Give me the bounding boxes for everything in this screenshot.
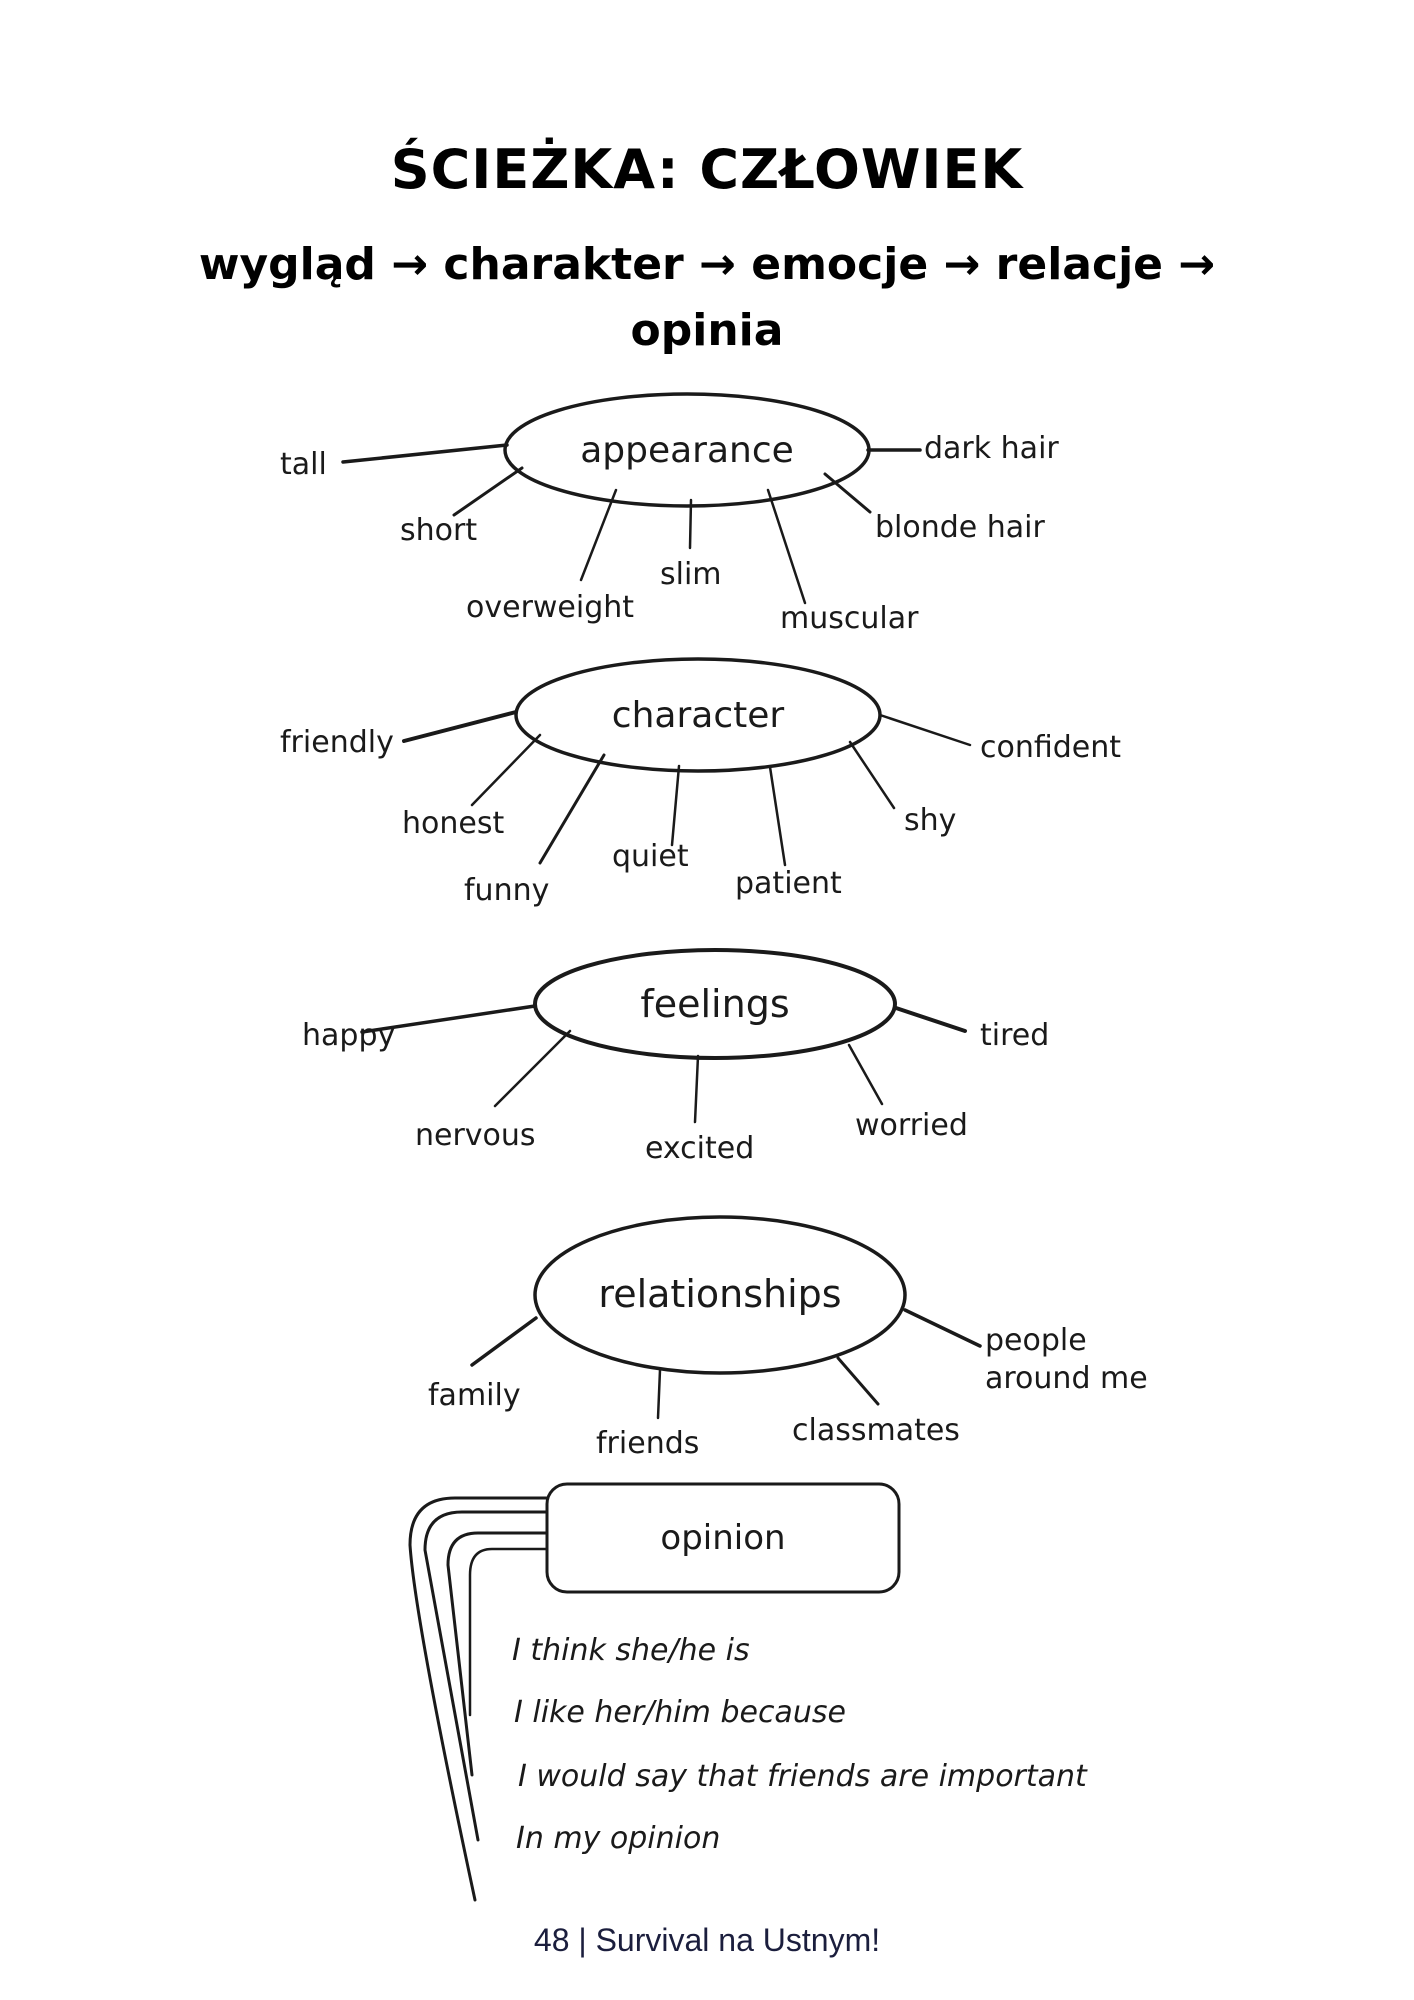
branch-label-excited: excited — [645, 1131, 754, 1166]
mindmap-appearance: appearance tall short overweight slim mu… — [280, 392, 1059, 636]
branch-line — [538, 753, 606, 865]
branch-label-blonde-hair: blonde hair — [875, 510, 1046, 545]
people-around-me-line: around me — [985, 1361, 1148, 1396]
people-around-me-line: people — [985, 1323, 1087, 1358]
opinion-center-label: opinion — [660, 1518, 785, 1558]
branch-label-worried: worried — [855, 1108, 968, 1143]
branch-label-tall: tall — [280, 447, 327, 482]
opinion-phrase: I like her/him because — [514, 1695, 846, 1730]
branch-label-quiet: quiet — [612, 839, 689, 874]
branch-line — [470, 1316, 538, 1367]
branch-line — [766, 488, 807, 605]
opinion-phrase: I think she/he is — [512, 1633, 750, 1668]
branch-line — [823, 472, 872, 514]
branch-line — [402, 710, 518, 743]
branch-label-people-around-me: people around me — [985, 1323, 1148, 1396]
mindmap-opinion: opinion I think she/he is I like her/him… — [408, 1482, 1088, 1902]
branch-line — [452, 466, 524, 517]
feelings-ellipse — [533, 948, 897, 1060]
branch-label-funny: funny — [464, 873, 549, 908]
mindmap-feelings: feelings happy nervous excited worried t… — [302, 948, 1049, 1166]
branch-label-dark-hair: dark hair — [924, 431, 1059, 466]
appearance-center-label: appearance — [580, 430, 794, 471]
branch-label-confident: confident — [980, 730, 1121, 765]
branch-label-overweight: overweight — [466, 590, 634, 625]
branch-line — [836, 1356, 880, 1406]
branch-line — [341, 443, 509, 464]
branch-label-family: family — [428, 1378, 521, 1413]
branch-line — [768, 765, 787, 867]
branch-label-short: short — [400, 513, 477, 548]
feelings-center-label: feelings — [640, 982, 789, 1026]
branch-line — [360, 1004, 537, 1034]
branch-line — [878, 713, 972, 747]
branch-line — [493, 1029, 572, 1108]
branch-line — [470, 733, 542, 807]
branch-label-muscular: muscular — [780, 601, 919, 636]
branch-line — [693, 1054, 700, 1124]
opinion-box — [545, 1482, 901, 1594]
opinion-phrase: I would say that friends are important — [518, 1759, 1088, 1794]
branch-label-shy: shy — [904, 803, 956, 838]
relationships-ellipse — [533, 1215, 907, 1375]
path-subtitle: wygląd → charakter → emocje → relacje → … — [198, 239, 1216, 356]
page-title: ŚCIEŻKA: CZŁOWIEK — [390, 138, 1024, 201]
branch-connector — [423, 1510, 549, 1842]
branch-line — [847, 1043, 884, 1106]
mindmap-character: character friendly honest funny quiet pa… — [280, 657, 1121, 908]
branch-line — [848, 740, 896, 810]
branch-label-patient: patient — [735, 866, 842, 901]
branch-label-happy: happy — [302, 1018, 395, 1053]
branch-line — [656, 1368, 662, 1420]
branch-connector — [408, 1496, 549, 1902]
branch-connector — [446, 1531, 549, 1777]
branch-line — [670, 764, 681, 847]
branch-line — [579, 488, 618, 582]
branch-label-friendly: friendly — [280, 725, 394, 760]
branch-line — [688, 498, 693, 550]
branch-label-nervous: nervous — [415, 1118, 536, 1153]
branch-label-honest: honest — [402, 806, 504, 841]
branch-label-friends: friends — [596, 1426, 699, 1461]
mindmap-relationships: relationships family friends classmates … — [428, 1215, 1148, 1461]
branch-line — [894, 1006, 967, 1033]
character-center-label: character — [612, 695, 785, 736]
relationships-center-label: relationships — [598, 1272, 841, 1316]
opinion-phrase: In my opinion — [516, 1821, 720, 1856]
branch-label-classmates: classmates — [792, 1413, 960, 1448]
branch-line — [903, 1308, 982, 1348]
branch-label-slim: slim — [660, 557, 722, 592]
page-footer: 48 | Survival na Ustnym! — [533, 1922, 881, 1958]
branch-connector — [468, 1547, 549, 1717]
branch-label-tired: tired — [980, 1018, 1049, 1053]
